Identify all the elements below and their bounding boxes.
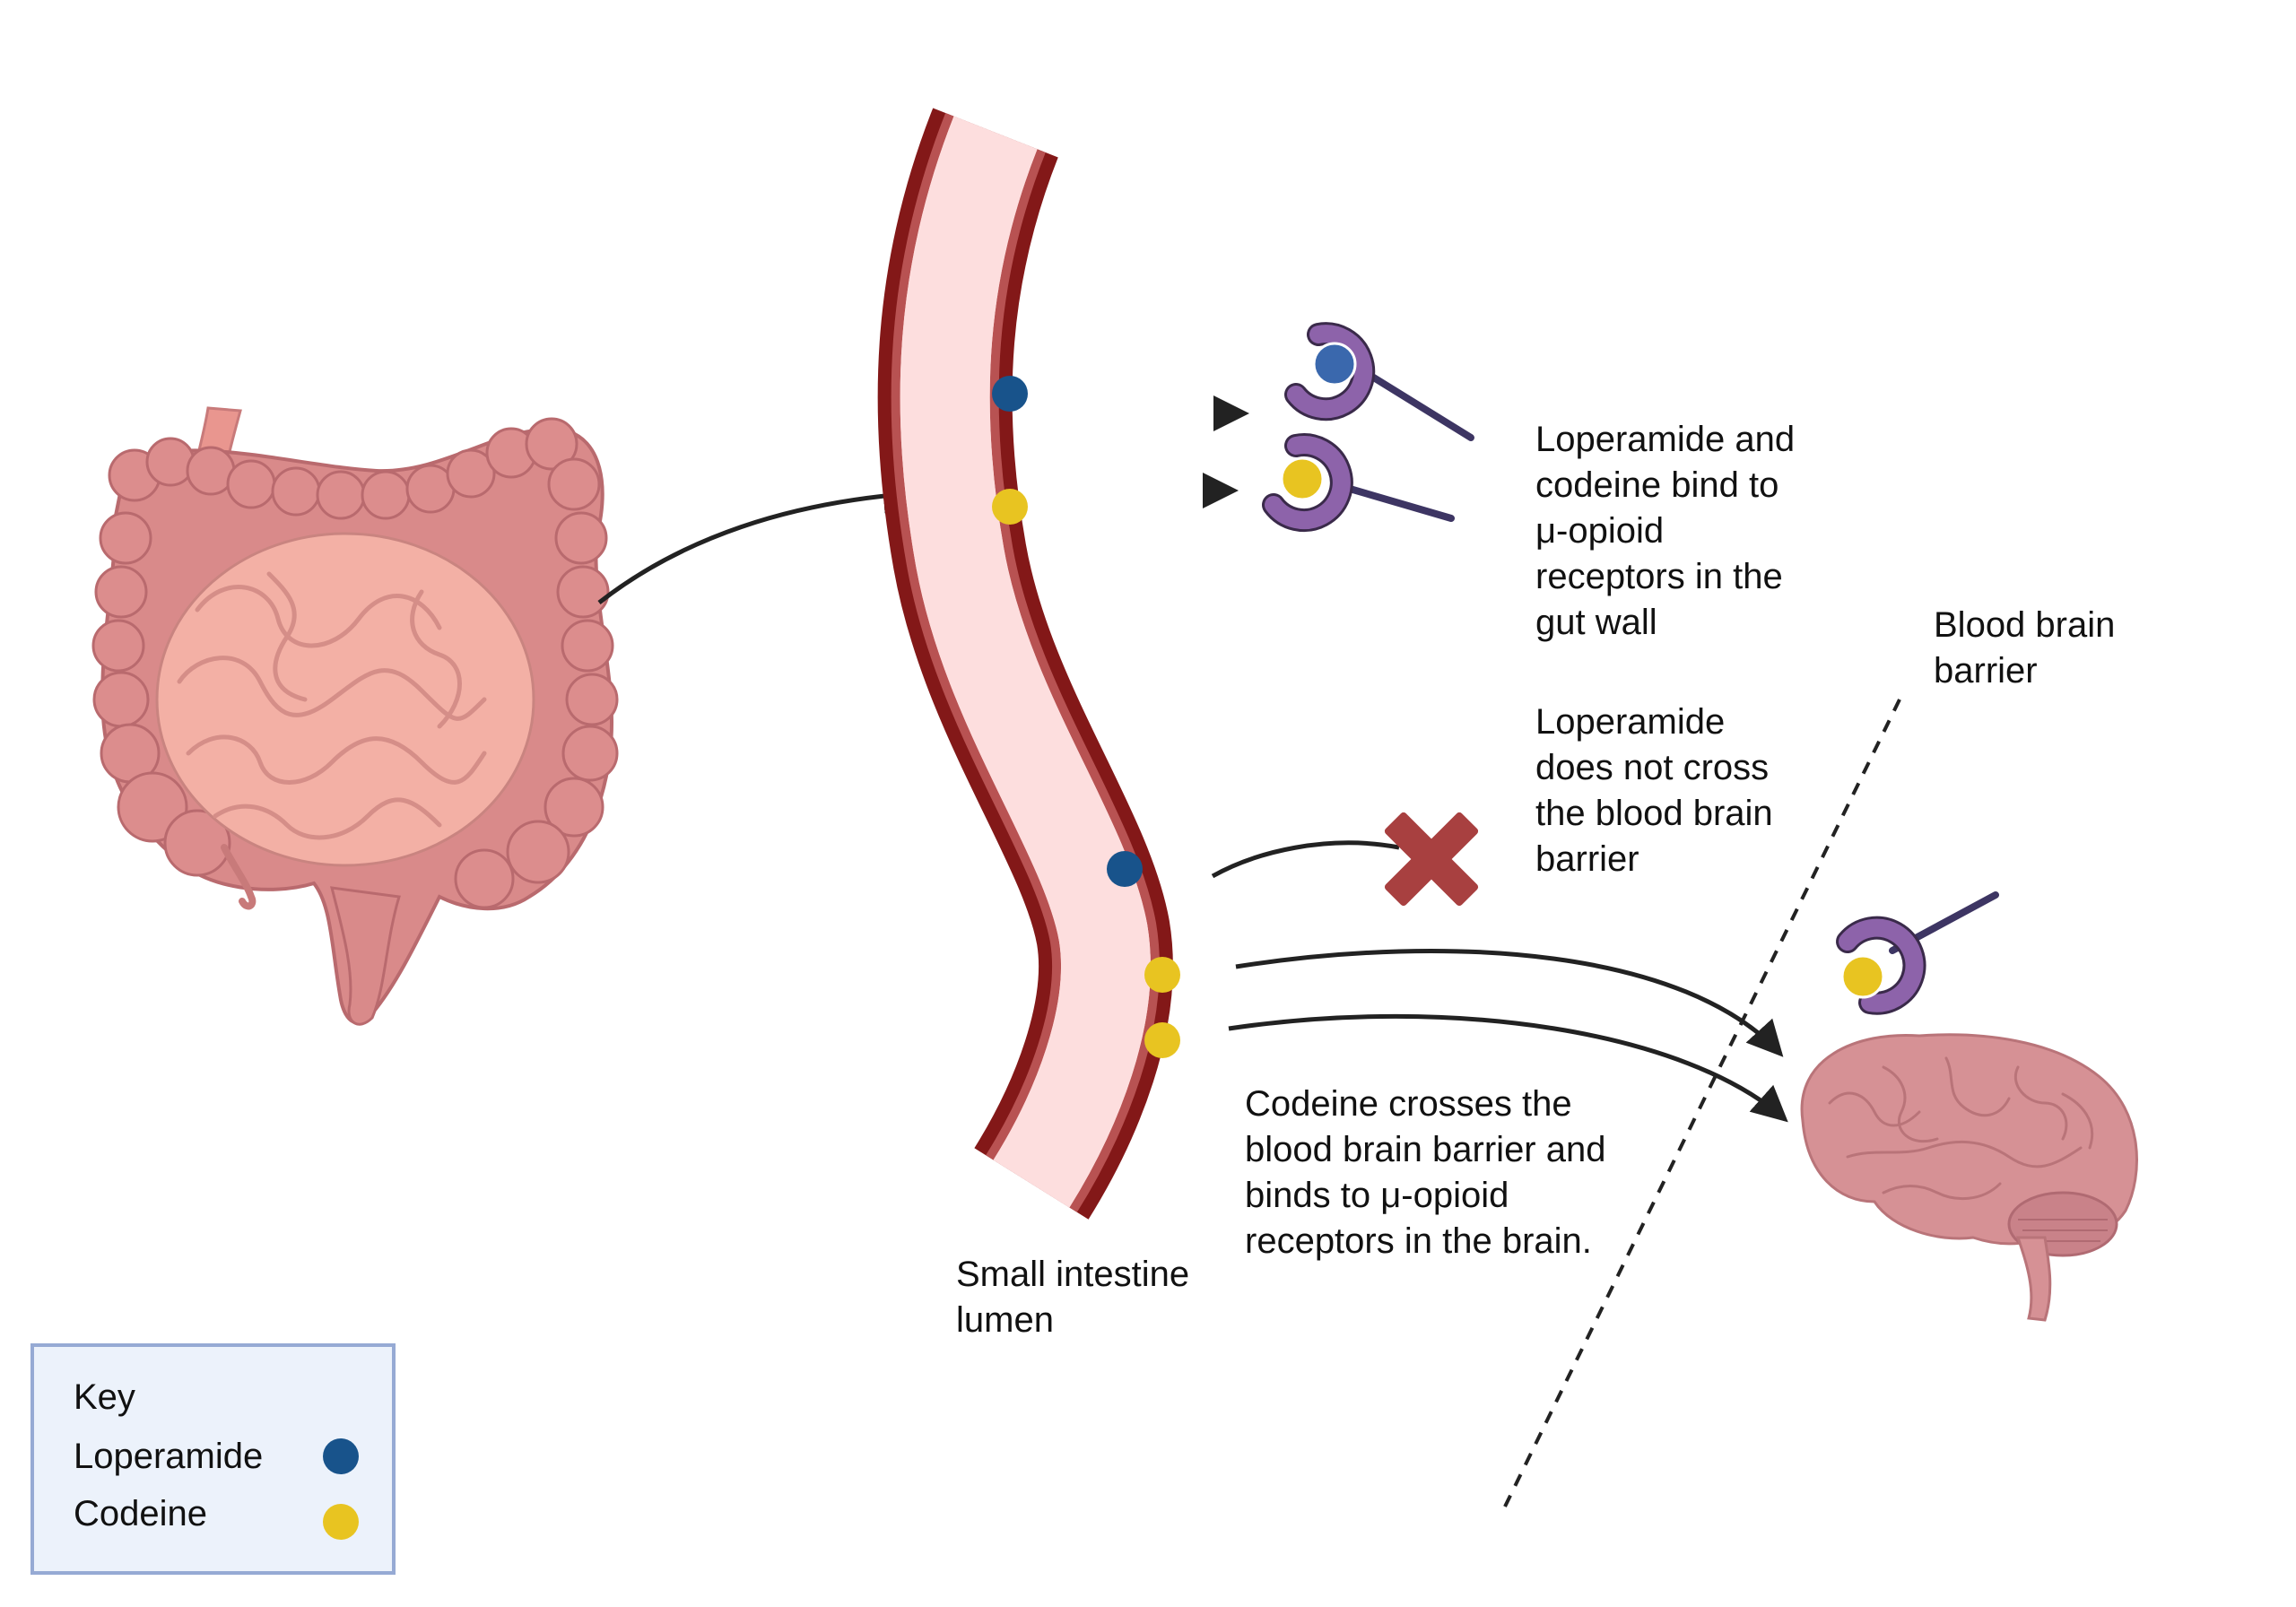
- key-legend: Key Loperamide Codeine: [30, 1343, 396, 1575]
- loperamide-molecule: [992, 376, 1028, 412]
- gut-wall-binding-label: Loperamide and codeine bind to μ-opioid …: [1535, 420, 1796, 642]
- small-intestine-lumen-label: Small intestine lumen: [956, 1255, 1190, 1340]
- arrow-intestines-to-lumen: [597, 477, 919, 604]
- arrow-loperamide-blocked: [1211, 840, 1400, 879]
- blood-brain-barrier-label: Blood brain barrier: [1934, 605, 2116, 691]
- key-item-codeine: Codeine: [74, 1494, 208, 1533]
- key-title: Key: [74, 1377, 135, 1417]
- mu-opioid-receptor-codeine: [1262, 433, 1455, 533]
- brain-illustration: [1800, 1033, 2138, 1322]
- intestines-illustration: [91, 406, 619, 1026]
- loperamide-molecule: [1107, 851, 1143, 887]
- red-cross-icon: [1384, 812, 1479, 907]
- arrow-codeine-to-brain-2: [1228, 1013, 1788, 1123]
- arrow-codeine-to-brain-1: [1235, 948, 1784, 1057]
- blood-brain-barrier-line: [1503, 699, 1901, 1507]
- codeine-molecule: [1144, 1022, 1180, 1058]
- small-intestine-tube: [877, 108, 1173, 1220]
- codeine-dot-icon: [323, 1504, 359, 1540]
- key-item-loperamide: Loperamide: [74, 1437, 264, 1476]
- codeine-molecule: [1144, 957, 1180, 993]
- mu-opioid-receptor-brain: [1836, 891, 1999, 1015]
- mu-opioid-receptor-loperamide: [1284, 322, 1474, 441]
- codeine-crosses-label: Codeine crosses the blood brain barrier …: [1245, 1084, 1606, 1261]
- loperamide-no-cross-label: Loperamide does not cross the blood brai…: [1535, 702, 1773, 879]
- codeine-molecule: [992, 489, 1028, 525]
- loperamide-dot-icon: [323, 1438, 359, 1474]
